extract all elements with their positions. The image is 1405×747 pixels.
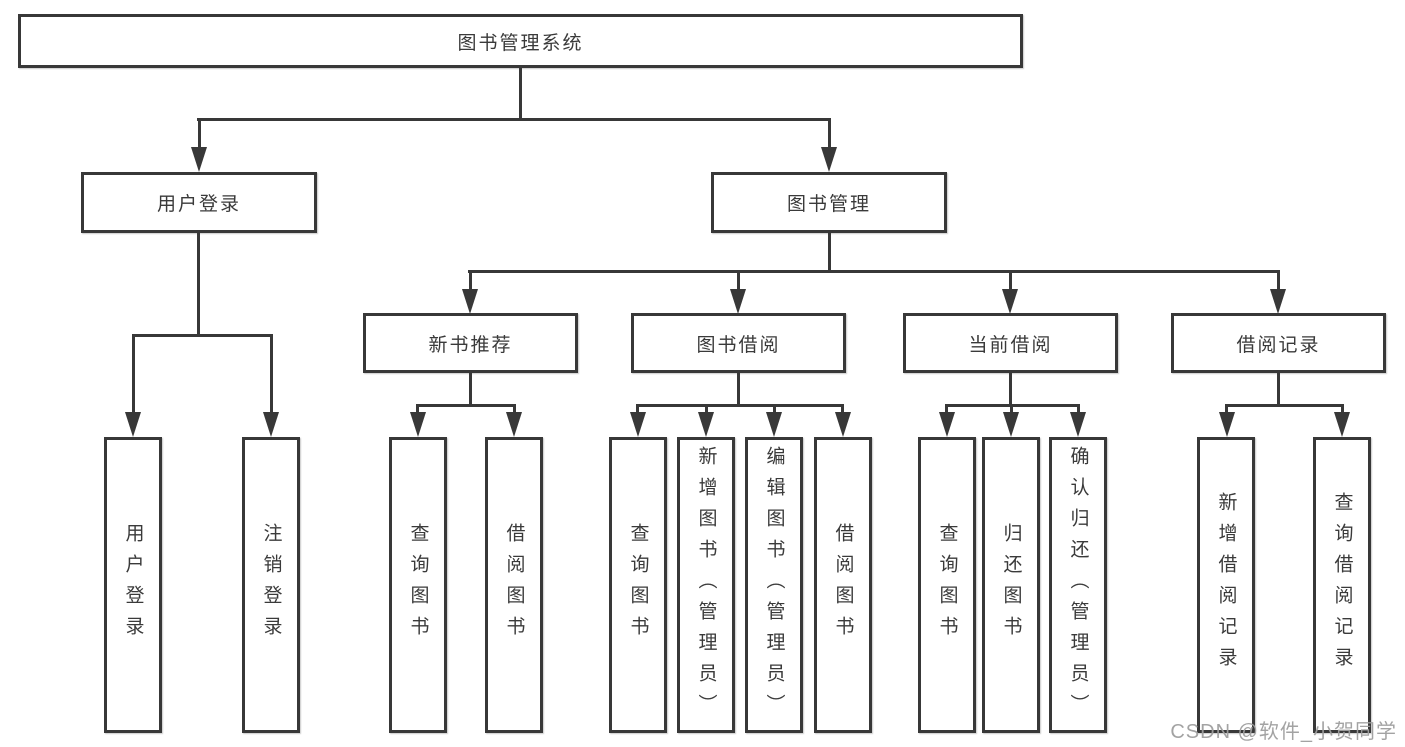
arrow-down-icon bbox=[630, 412, 646, 437]
arrow-down-icon bbox=[462, 289, 478, 314]
connector-line bbox=[197, 233, 200, 336]
leaf-label: 借阅图书 bbox=[503, 523, 525, 647]
arrow-down-icon bbox=[1070, 412, 1086, 437]
connector-line bbox=[1225, 404, 1344, 407]
connector-line bbox=[132, 334, 135, 414]
leaf-label: 借阅图书 bbox=[832, 523, 854, 647]
connector-line bbox=[841, 404, 844, 414]
node-label: 图书管理系统 bbox=[457, 32, 584, 54]
connector-line bbox=[1225, 404, 1228, 414]
leaf-query-books-recommend: 查询图书 bbox=[389, 437, 447, 733]
connector-line bbox=[705, 404, 708, 414]
leaf-label: 查询图书 bbox=[627, 523, 649, 647]
connector-line bbox=[198, 118, 201, 150]
node-label: 借阅记录 bbox=[1236, 334, 1321, 356]
connector-line bbox=[1010, 404, 1013, 414]
arrow-down-icon bbox=[766, 412, 782, 437]
connector-line bbox=[828, 233, 831, 272]
node-book-borrowing: 图书借阅 bbox=[631, 313, 846, 373]
leaf-query-borrow-record: 查询借阅记录 bbox=[1313, 437, 1371, 733]
leaf-label: 注销登录 bbox=[260, 523, 282, 647]
leaf-add-books-admin: 新增图书（管理员） bbox=[677, 437, 735, 733]
connector-line bbox=[1277, 373, 1280, 407]
leaf-query-books-borrowing: 查询图书 bbox=[609, 437, 667, 733]
node-current-borrowing: 当前借阅 bbox=[903, 313, 1118, 373]
leaf-label: 编辑图书（管理员） bbox=[763, 445, 785, 725]
arrow-down-icon bbox=[835, 412, 851, 437]
arrow-down-icon bbox=[730, 289, 746, 314]
connector-line bbox=[636, 404, 639, 414]
node-label: 新书推荐 bbox=[428, 334, 513, 356]
connector-line bbox=[468, 270, 1280, 273]
connector-line bbox=[945, 404, 948, 414]
node-library-management-system: 图书管理系统 bbox=[18, 14, 1023, 68]
leaf-confirm-return-admin: 确认归还（管理员） bbox=[1049, 437, 1107, 733]
leaf-query-books-current: 查询图书 bbox=[918, 437, 976, 733]
leaf-label: 用户登录 bbox=[122, 523, 144, 647]
watermark: CSDN @软件_小贺同学 bbox=[1170, 721, 1397, 743]
leaf-logout-login: 注销登录 bbox=[242, 437, 300, 733]
node-book-management: 图书管理 bbox=[711, 172, 947, 233]
leaf-label: 新增借阅记录 bbox=[1215, 492, 1237, 678]
connector-line bbox=[1077, 404, 1080, 414]
connector-line bbox=[416, 404, 516, 407]
arrow-down-icon bbox=[506, 412, 522, 437]
leaf-label: 查询借阅记录 bbox=[1331, 492, 1353, 678]
connector-line bbox=[513, 404, 516, 414]
connector-line bbox=[132, 334, 272, 337]
node-borrowing-records: 借阅记录 bbox=[1171, 313, 1386, 373]
leaf-borrow-books-recommend: 借阅图书 bbox=[485, 437, 543, 733]
leaf-label: 归还图书 bbox=[1000, 523, 1022, 647]
connector-line bbox=[469, 270, 472, 291]
arrow-down-icon bbox=[1334, 412, 1350, 437]
connector-line bbox=[773, 404, 776, 414]
leaf-label: 查询图书 bbox=[407, 523, 429, 647]
leaf-edit-books-admin: 编辑图书（管理员） bbox=[745, 437, 803, 733]
node-label: 图书管理 bbox=[786, 194, 871, 215]
connector-line bbox=[636, 404, 844, 407]
connector-line bbox=[416, 404, 419, 414]
connector-line bbox=[270, 334, 273, 414]
connector-line bbox=[828, 118, 831, 150]
arrow-down-icon bbox=[410, 412, 426, 437]
node-label: 用户登录 bbox=[156, 194, 241, 215]
arrow-down-icon bbox=[1002, 289, 1018, 314]
connector-line bbox=[1277, 270, 1280, 291]
node-user-login: 用户登录 bbox=[81, 172, 317, 233]
connector-line bbox=[519, 68, 522, 120]
leaf-user-login: 用户登录 bbox=[104, 437, 162, 733]
connector-line bbox=[737, 373, 740, 407]
leaf-return-books: 归还图书 bbox=[982, 437, 1040, 733]
leaf-label: 查询图书 bbox=[936, 523, 958, 647]
arrow-down-icon bbox=[1219, 412, 1235, 437]
connector-line bbox=[469, 373, 472, 407]
arrow-down-icon bbox=[263, 412, 279, 437]
leaf-add-borrow-record: 新增借阅记录 bbox=[1197, 437, 1255, 733]
leaf-label: 确认归还（管理员） bbox=[1067, 445, 1089, 725]
arrow-down-icon bbox=[821, 147, 837, 172]
leaf-label: 新增图书（管理员） bbox=[695, 445, 717, 725]
node-new-book-recommend: 新书推荐 bbox=[363, 313, 578, 373]
connector-line bbox=[1009, 270, 1012, 291]
leaf-borrow-books: 借阅图书 bbox=[814, 437, 872, 733]
connector-line bbox=[197, 118, 831, 121]
node-label: 图书借阅 bbox=[696, 334, 781, 356]
connector-line bbox=[1341, 404, 1344, 414]
arrow-down-icon bbox=[1270, 289, 1286, 314]
arrow-down-icon bbox=[125, 412, 141, 437]
arrow-down-icon bbox=[191, 147, 207, 172]
arrow-down-icon bbox=[939, 412, 955, 437]
connector-line bbox=[1009, 373, 1012, 407]
node-label: 当前借阅 bbox=[968, 334, 1053, 356]
connector-line bbox=[737, 270, 740, 291]
arrow-down-icon bbox=[698, 412, 714, 437]
arrow-down-icon bbox=[1003, 412, 1019, 437]
